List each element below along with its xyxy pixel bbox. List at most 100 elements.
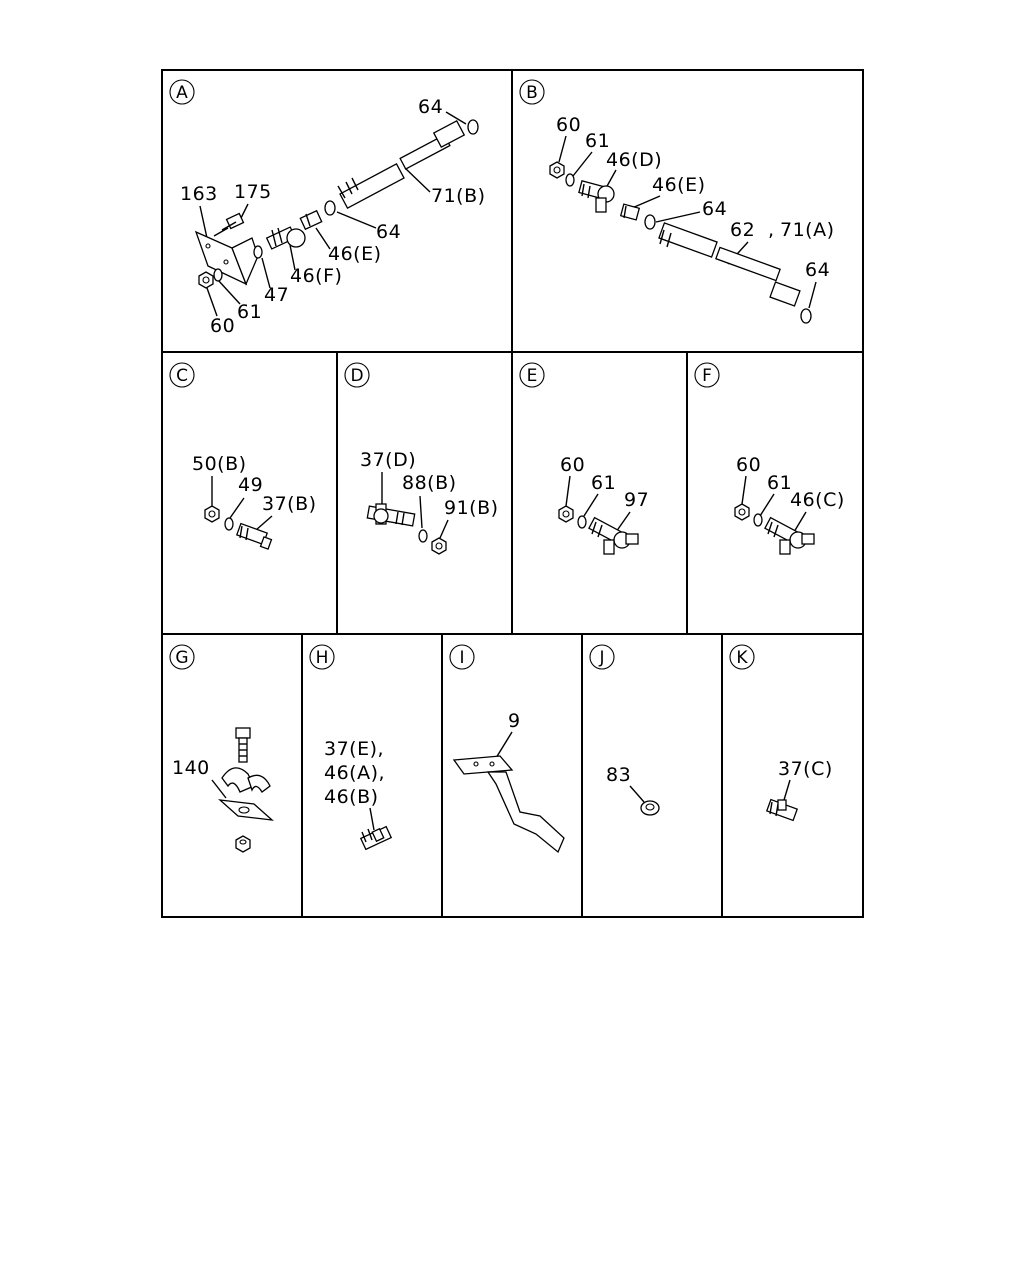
panel-b-letter: B [519,79,545,105]
nut-60-f [734,503,750,521]
label-60: 60 [556,114,581,136]
panel-f: F 60 61 46(C) [694,362,845,555]
panel-h: H 37(E), 46(A), 46(B) [309,644,393,851]
label-91b: 91(B) [444,497,499,519]
panel-e-letter-text: E [527,366,538,386]
panel-k-letter-text: K [736,648,748,668]
bolt-g [235,727,251,763]
panel-a-letter: A [169,79,195,105]
label-71b: 71(B) [431,185,486,207]
panel-k: K 37(C) [729,644,833,822]
panel-g-letter: G [169,644,195,670]
panel-i-letter-text: I [459,648,464,668]
fitting-46e-b [619,203,641,221]
panel-e-letter: E [519,362,545,388]
tee-fitting-37d [366,503,416,527]
label-61: 61 [591,472,616,494]
label-97: 97 [624,489,649,511]
label-62: 62 [730,219,755,241]
panel-a: A 64 163 175 71(B) 64 46(E) 46(F) 47 61 … [169,79,486,337]
label-46c: 46(C) [790,489,845,511]
label-64-mid: 64 [376,221,401,243]
label-37d: 37(D) [360,449,416,471]
washer-61-b [565,173,575,187]
panel-g-letter-text: G [175,648,188,668]
bracket-9 [452,755,565,854]
nut-50b [204,505,220,523]
label-46e: 46(E) [328,243,382,265]
label-175: 175 [234,181,272,203]
panel-c: C 50(B) 49 37(B) [169,362,317,550]
label-60: 60 [560,454,585,476]
panel-k-letter: K [729,644,755,670]
label-64-top: 64 [418,96,443,118]
label-60: 60 [736,454,761,476]
panel-a-letter-text: A [176,83,188,103]
label-88b: 88(B) [402,472,457,494]
panel-c-letter: C [169,362,195,388]
panel-e: E 60 61 97 [519,362,649,555]
panel-j-letter-text: J [598,648,604,668]
fitting-37b [235,522,273,550]
panel-f-letter: F [694,362,720,388]
label-37e: 37(E), [324,738,384,760]
label-83: 83 [606,764,631,786]
label-163: 163 [180,183,218,205]
panel-i: I 9 [449,644,565,854]
hose-62-71a [658,222,801,307]
panel-j: J 83 [589,644,660,816]
label-64-mid: 64 [702,198,727,220]
washer-49 [224,517,234,531]
label-46b: 46(B) [324,786,379,808]
panel-c-letter-text: C [176,366,188,386]
bolt-175 [213,212,245,237]
fitting-97 [588,516,639,555]
label-49: 49 [238,474,263,496]
washer-88b [418,529,428,543]
washer-61-f [753,513,763,527]
label-46d: 46(D) [606,149,662,171]
panel-d-letter: D [344,362,370,388]
plate-140 [218,799,274,821]
label-46f: 46(F) [290,265,342,287]
label-9: 9 [508,710,521,732]
label-61: 61 [767,472,792,494]
panel-d-letter-text: D [350,366,363,386]
washer-64-b [644,214,656,230]
label-61: 61 [237,301,262,323]
hose-71b [337,119,466,209]
panel-b-letter-text: B [526,83,538,103]
bracket-163 [194,230,259,286]
nut-60-b [549,161,565,179]
washer-61-e [577,515,587,529]
fitting-h [359,825,393,851]
nut-60-e [558,505,574,523]
label-37c: 37(C) [778,758,833,780]
fitting-37c [765,798,799,822]
fitting-46d [578,180,615,213]
washer-64-b-end [800,308,812,324]
panel-i-letter: I [449,644,475,670]
label-61: 61 [585,130,610,152]
panel-b: B 60 61 46(D) 46(E) 64 62 , 71(A) 64 [519,79,835,324]
panel-h-letter: H [309,644,335,670]
label-46e: 46(E) [652,174,706,196]
label-50b: 50(B) [192,453,247,475]
panel-j-letter: J [589,644,615,670]
label-46a: 46(A), [324,762,385,784]
panel-f-letter-text: F [702,366,712,386]
label-37b: 37(B) [262,493,317,515]
nut-60-a [198,271,214,289]
panel-d: D 37(D) 88(B) 91(B) [344,362,499,555]
nut-g [235,835,251,853]
washer-64-a-mid [324,200,336,216]
nut-91b [431,537,447,555]
fitting-46e-a [299,209,323,231]
label-71a: 71(A) [780,219,835,241]
fitting-46f [265,226,306,250]
label-47: 47 [264,284,289,306]
fitting-46c [764,516,815,555]
panel-grid [161,69,864,918]
washer-61-a [213,268,223,282]
